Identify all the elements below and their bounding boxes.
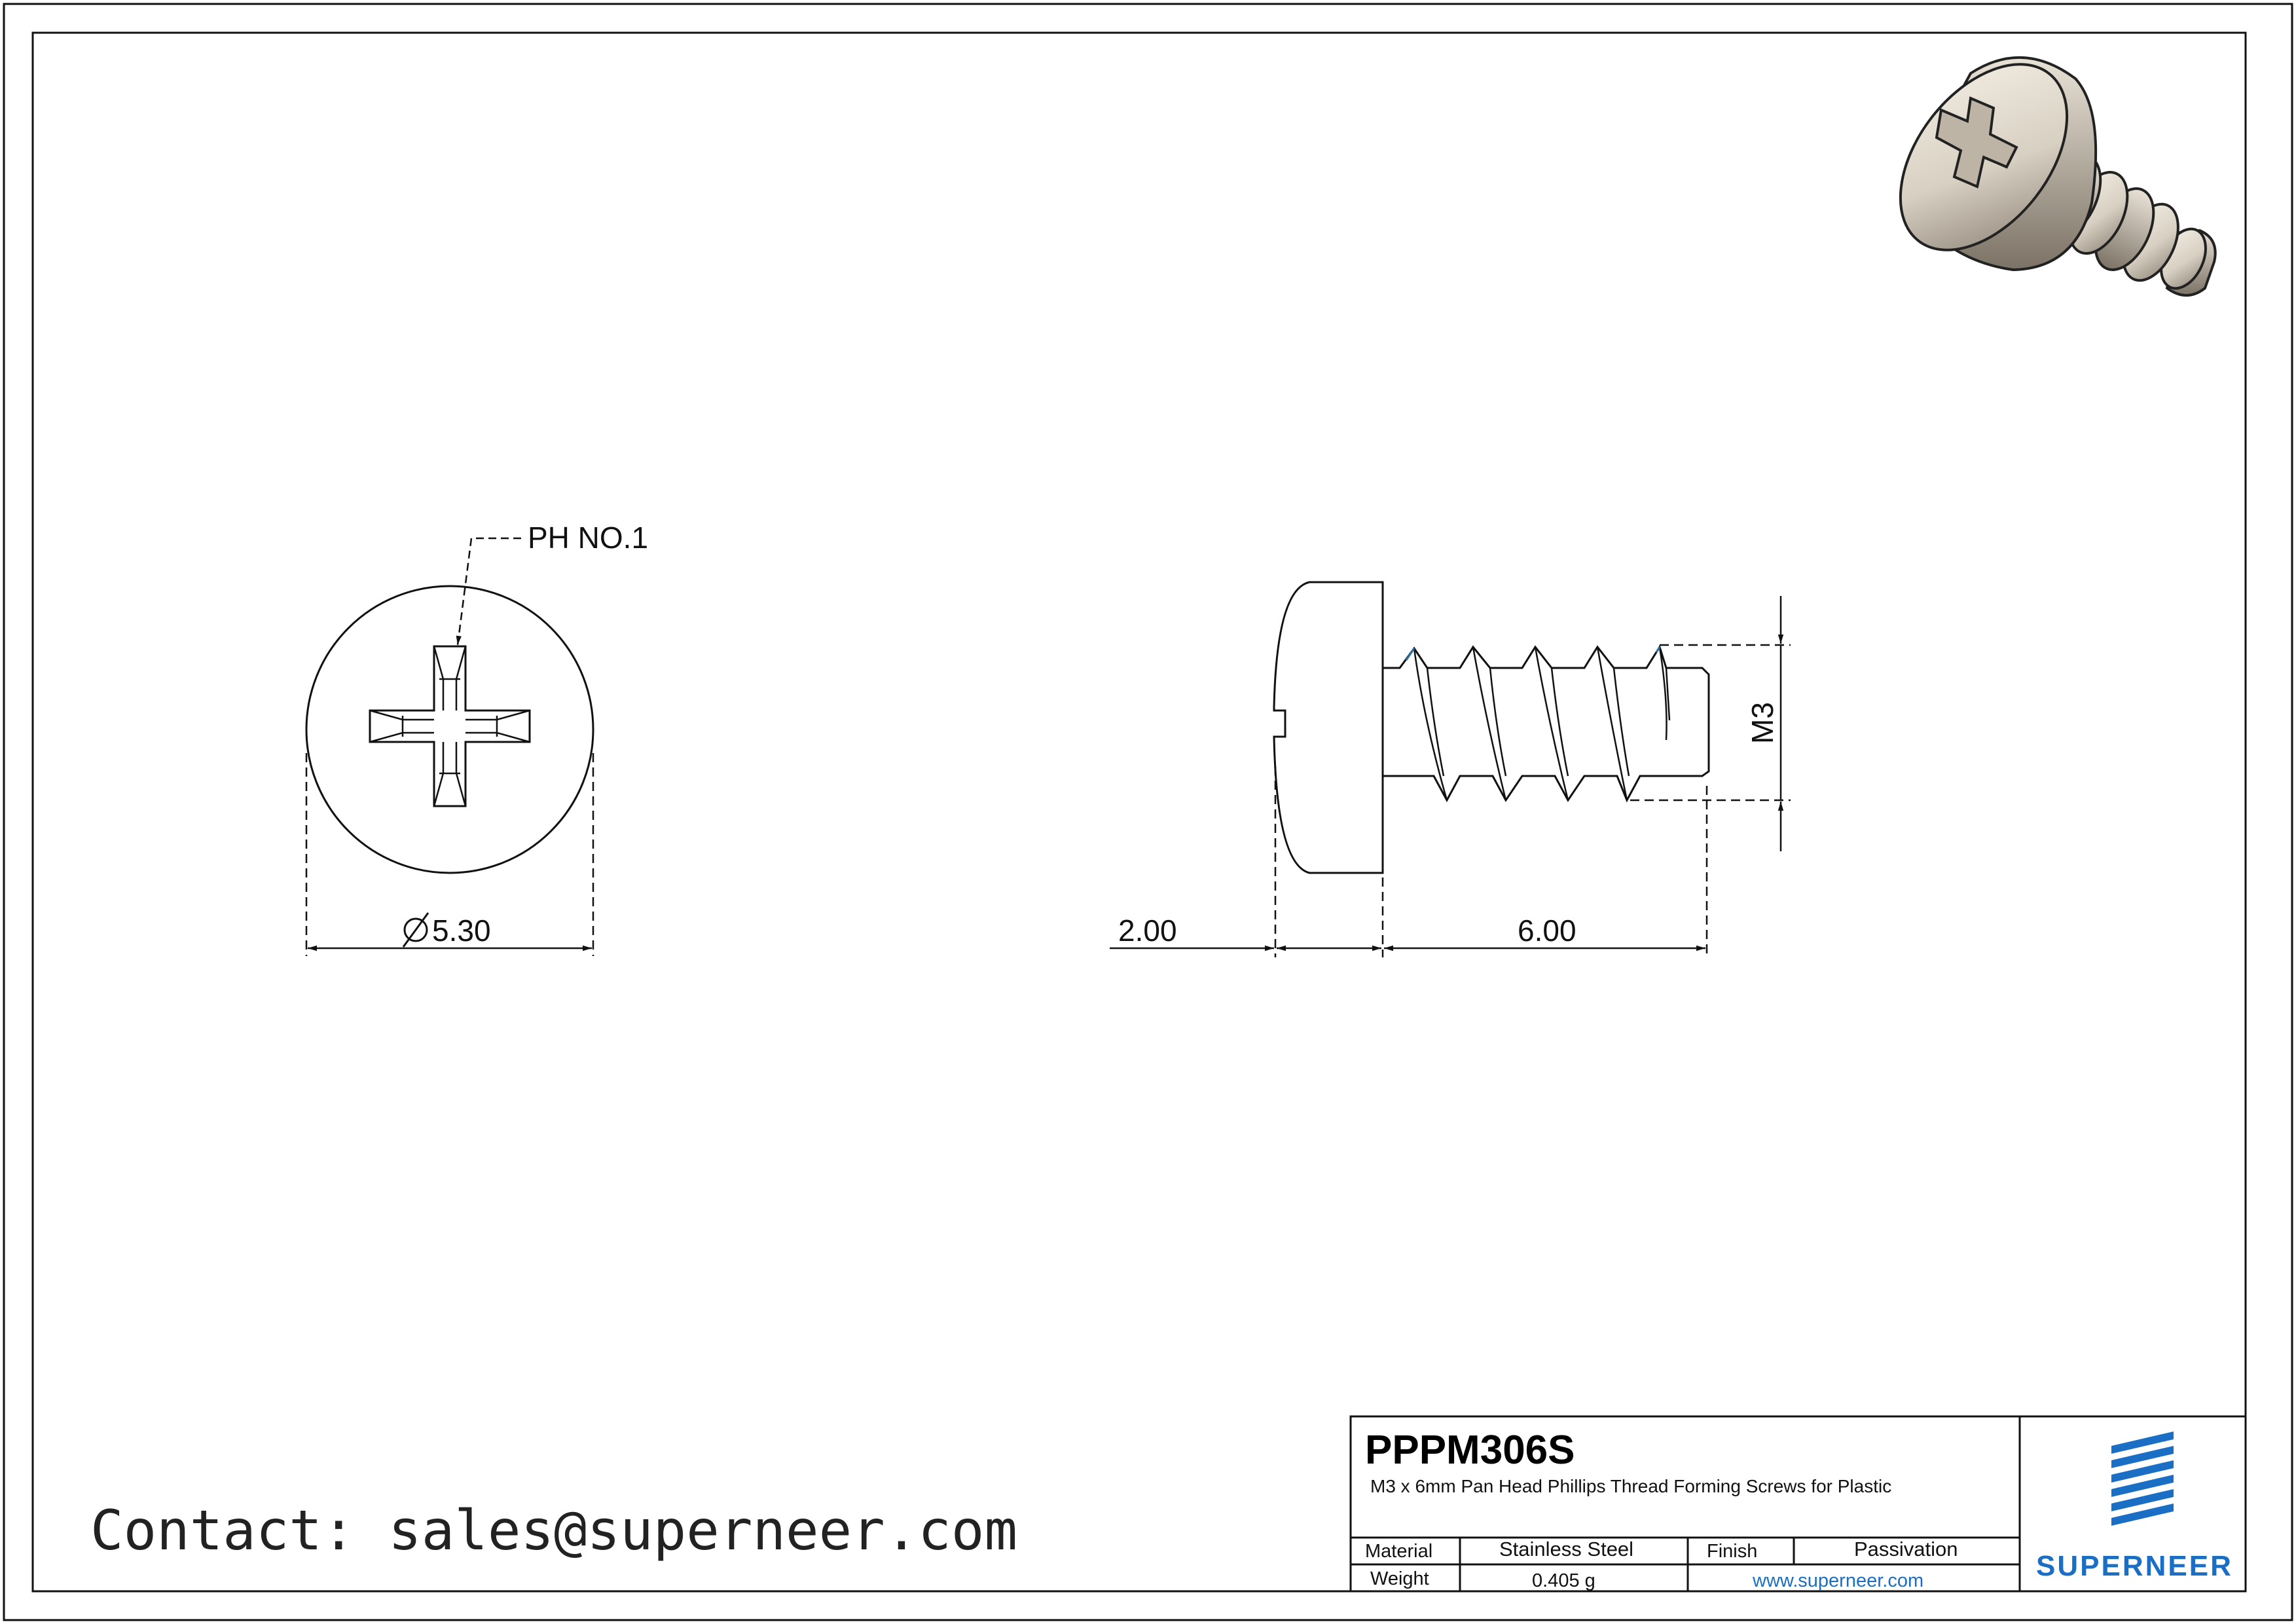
title-block: PPPM306S M3 x 6mm Pan Head Phillips Thre… [1349, 1415, 2247, 1593]
recess-inner [369, 646, 530, 807]
dim-head-height: 2.00 [1118, 913, 1177, 948]
weight-label: Weight [1370, 1568, 1429, 1589]
thread-helix [1413, 646, 1671, 801]
contact-email[interactable]: Contact: sales@superneer.com [90, 1498, 1017, 1562]
head-outline [305, 585, 594, 874]
dim-length: 6.00 [1518, 913, 1576, 948]
brand-name: SUPERNEER [2036, 1550, 2233, 1582]
dim-thread: M3 [1745, 702, 1779, 744]
material-value: Stainless Steel [1499, 1538, 1633, 1560]
outer-border [3, 3, 2293, 1621]
website-link[interactable]: www.superneer.com [1752, 1570, 1923, 1591]
material-label: Material [1365, 1541, 1432, 1562]
part-number: PPPM306S [1365, 1428, 1575, 1473]
side-view: M3 2.00 6.00 [1110, 581, 1791, 957]
thread-crest-marks [1405, 646, 1661, 661]
phillips-recess [369, 645, 531, 807]
screw-iso-render [1899, 56, 2217, 297]
callout-ph-label: PH NO.1 [528, 521, 648, 555]
brand-logo [2111, 1431, 2174, 1526]
weight-value: 0.405 g [1532, 1570, 1595, 1591]
callout-leader [456, 537, 521, 646]
finish-label: Finish [1707, 1541, 1757, 1562]
finish-value: Passivation [1854, 1538, 1958, 1560]
drawing-frame [31, 31, 2247, 1593]
front-view: PH NO.1 5.30 [305, 521, 648, 956]
dim-head-diameter: 5.30 [432, 913, 491, 948]
diameter-symbol [402, 912, 429, 948]
screw-thread-profile [1383, 644, 1710, 803]
part-description: M3 x 6mm Pan Head Phillips Thread Formin… [1370, 1476, 1891, 1496]
screw-head-side [1273, 581, 1384, 874]
